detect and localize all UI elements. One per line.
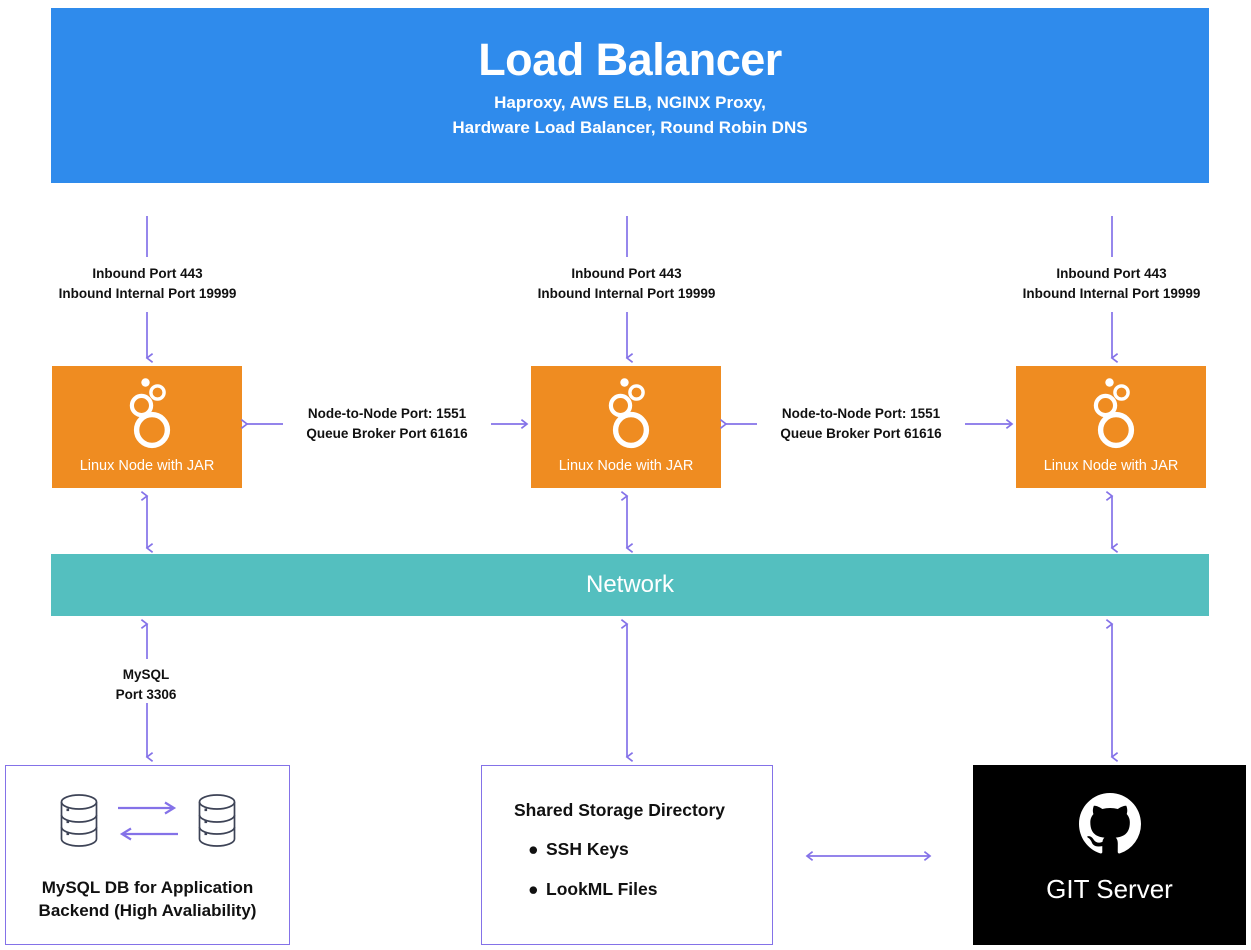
mysql-db-caption-line1: MySQL DB for Application	[41, 878, 254, 897]
looker-logo-icon	[1081, 374, 1141, 465]
git-server-label: GIT Server	[1046, 874, 1173, 904]
node-link-label-2: Node-to-Node Port: 1551 Queue Broker Por…	[763, 404, 959, 443]
inbound-port-label-1-line1: Inbound Port 443	[92, 266, 203, 281]
inbound-port-label-3-line2: Inbound Internal Port 19999	[1022, 285, 1201, 301]
load-balancer-subtitle-line2: Hardware Load Balancer, Round Robin DNS	[452, 117, 808, 137]
load-balancer-banner: Load Balancer Haproxy, AWS ELB, NGINX Pr…	[51, 8, 1209, 183]
database-cylinder-icon	[56, 792, 102, 855]
mysql-db-caption: MySQL DB for Application Backend (High A…	[29, 877, 267, 923]
linux-node-card-3[interactable]: Linux Node with JAR	[1016, 366, 1206, 488]
inbound-port-label-1-line2: Inbound Internal Port 19999	[58, 285, 237, 301]
mysql-link-label-line2: Port 3306	[115, 686, 177, 702]
inbound-port-label-1: Inbound Port 443 Inbound Internal Port 1…	[45, 264, 250, 303]
node-link-label-2-line2: Queue Broker Port 61616	[780, 425, 942, 441]
linux-node-card-1[interactable]: Linux Node with JAR	[52, 366, 242, 488]
inbound-port-label-3-line1: Inbound Port 443	[1056, 266, 1167, 281]
mysql-db-caption-line2: Backend (High Avaliability)	[38, 900, 257, 920]
mysql-link-label-line1: MySQL	[122, 667, 170, 682]
list-item: ● SSH Keys	[528, 839, 772, 860]
arrow-right-icon	[116, 801, 180, 820]
linux-node-label-2: Linux Node with JAR	[558, 458, 694, 474]
linux-node-label-1: Linux Node with JAR	[79, 458, 215, 474]
node-link-label-1: Node-to-Node Port: 1551 Queue Broker Por…	[289, 404, 485, 443]
shared-storage-list: ● SSH Keys ● LookML Files	[514, 839, 772, 900]
mysql-db-box[interactable]: MySQL DB for Application Backend (High A…	[5, 765, 290, 945]
database-replication-arrows	[116, 801, 180, 846]
github-octocat-icon	[1078, 793, 1141, 860]
linux-node-label-3: Linux Node with JAR	[1043, 458, 1179, 474]
node-link-label-1-line1: Node-to-Node Port: 1551	[307, 406, 467, 421]
network-bar: Network	[51, 554, 1209, 616]
git-server-box[interactable]: GIT Server	[973, 765, 1246, 945]
inbound-port-label-3: Inbound Port 443 Inbound Internal Port 1…	[1009, 264, 1214, 303]
list-item: ● LookML Files	[528, 879, 772, 900]
shared-storage-title: Shared Storage Directory	[514, 800, 726, 820]
looker-logo-icon	[117, 374, 177, 465]
bullet-icon: ●	[528, 879, 539, 899]
shared-storage-item-label: LookML Files	[546, 879, 658, 899]
inbound-port-label-2-line1: Inbound Port 443	[571, 266, 682, 281]
inbound-port-label-2-line2: Inbound Internal Port 19999	[537, 285, 716, 301]
arrow-left-icon	[116, 827, 180, 846]
bullet-icon: ●	[528, 839, 539, 859]
shared-storage-box[interactable]: Shared Storage Directory ● SSH Keys ● Lo…	[481, 765, 773, 945]
load-balancer-title: Load Balancer	[478, 34, 782, 85]
mysql-link-label: MySQL Port 3306	[96, 665, 196, 704]
linux-node-card-2[interactable]: Linux Node with JAR	[531, 366, 721, 488]
database-cylinder-icon	[194, 792, 240, 855]
node-link-label-1-line2: Queue Broker Port 61616	[306, 425, 468, 441]
node-link-label-2-line1: Node-to-Node Port: 1551	[781, 406, 941, 421]
looker-logo-icon	[596, 374, 656, 465]
database-replication-group	[56, 792, 240, 855]
load-balancer-subtitle: Haproxy, AWS ELB, NGINX Proxy, Hardware …	[452, 91, 807, 140]
network-label: Network	[585, 571, 675, 598]
inbound-port-label-2: Inbound Port 443 Inbound Internal Port 1…	[524, 264, 729, 303]
shared-storage-item-label: SSH Keys	[546, 839, 629, 859]
load-balancer-subtitle-line1: Haproxy, AWS ELB, NGINX Proxy,	[494, 93, 766, 113]
